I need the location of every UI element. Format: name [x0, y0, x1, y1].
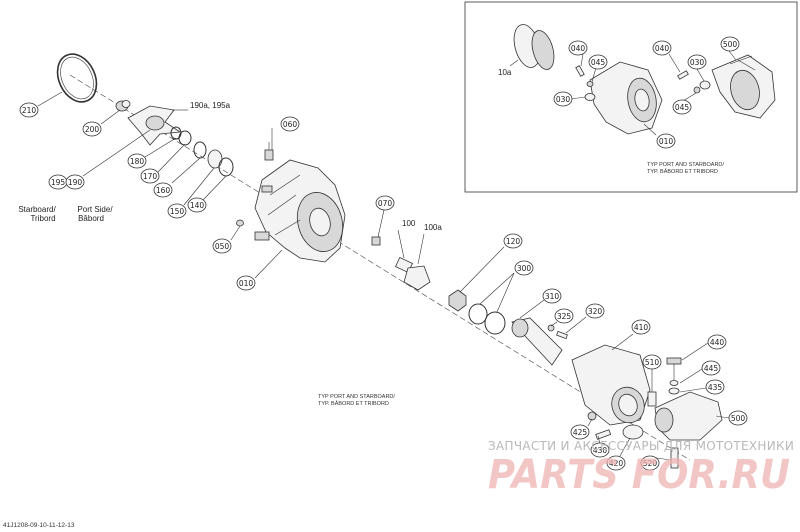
label-190a-195a: 190a, 195a	[190, 101, 231, 110]
typ-note-inset-line2: TYP. BÂBORD ET TRIBORD	[647, 168, 718, 175]
callout-200: 200	[85, 125, 100, 134]
callout-060: 060	[283, 120, 298, 129]
housing-010	[254, 159, 346, 263]
callout-430: 430	[593, 446, 608, 455]
callout-160: 160	[156, 186, 171, 195]
label-100: 100	[402, 219, 416, 228]
inset-washer-045a	[586, 81, 594, 87]
callout-440: 440	[710, 338, 725, 347]
inset-screw-040b	[677, 70, 689, 80]
inset-callout-030b: 030	[690, 58, 705, 67]
port-label-line1: Port Side/	[77, 205, 113, 214]
washer-170	[178, 130, 192, 146]
screw-320	[556, 330, 568, 340]
typ-note-main-line1: TYP PORT AND STARBOARD/	[318, 394, 395, 400]
callout-410: 410	[634, 323, 649, 332]
inset-washer-030a	[584, 93, 596, 101]
ring-160	[193, 141, 207, 159]
o-ring-300a	[468, 303, 488, 325]
callout-500: 500	[731, 414, 746, 423]
ring-210	[56, 53, 98, 103]
inset-frame	[464, 1, 798, 193]
callout-150: 150	[170, 207, 185, 216]
plate-420	[622, 424, 644, 440]
callout-120: 120	[506, 237, 521, 246]
inset-callout-040b: 040	[655, 44, 670, 53]
inset-callout-010: 010	[659, 137, 674, 146]
callout-445: 445	[704, 364, 719, 373]
cone-310-face	[511, 318, 529, 338]
callout-070: 070	[378, 199, 393, 208]
label-10a: 10a	[498, 68, 512, 77]
typ-note-main-line2: TYP. BÂBORD ET TRIBORD	[318, 400, 389, 407]
port-label-line2: Bâbord	[78, 214, 104, 223]
inset-washer-045b	[693, 86, 701, 94]
callout-425: 425	[573, 428, 588, 437]
callout-320: 320	[588, 307, 603, 316]
figure-code: 41J1208-09-10-11-12-13	[3, 522, 75, 529]
callout-520: 520	[643, 459, 658, 468]
callout-bubbles: 210 200 180 170 160 150 140 195 190 060 …	[19, 36, 748, 471]
inset-guard-500	[711, 54, 776, 119]
inset-ring-10a	[513, 24, 555, 70]
shaft-100	[395, 256, 431, 291]
washer-425	[587, 411, 597, 421]
callout-180: 180	[130, 157, 145, 166]
inset-callout-045b: 045	[675, 103, 690, 112]
ring-140	[218, 157, 234, 177]
callout-140: 140	[190, 201, 205, 210]
callout-170: 170	[143, 172, 158, 181]
callout-210: 210	[22, 106, 37, 115]
callout-195: 195	[51, 178, 66, 187]
inset-housing-010	[589, 61, 663, 135]
callout-325: 325	[557, 312, 572, 321]
inset-callout-045a: 045	[591, 58, 606, 67]
screw-050	[236, 219, 244, 227]
bolt-520	[670, 447, 679, 469]
callout-420: 420	[609, 459, 624, 468]
starboard-label-line2: Tribord	[30, 214, 55, 223]
nozzle-410	[571, 344, 651, 426]
nut-070	[371, 236, 381, 246]
leader-lines	[37, 50, 737, 461]
inset-callout-030a: 030	[556, 95, 571, 104]
pin-510	[647, 391, 657, 407]
screw-430	[595, 429, 612, 440]
fitting-060	[264, 142, 274, 161]
callout-300: 300	[517, 264, 532, 273]
callout-310: 310	[545, 292, 560, 301]
inset-callout-040a: 040	[571, 44, 586, 53]
callout-510: 510	[645, 358, 660, 367]
inset-screw-040a	[575, 65, 585, 77]
inset-washer-030b	[699, 80, 711, 90]
callout-190: 190	[68, 178, 83, 187]
cap-200	[115, 100, 131, 112]
callout-010: 010	[239, 279, 254, 288]
starboard-label-line1: Starboard/	[18, 205, 56, 214]
callout-050: 050	[215, 242, 230, 251]
callout-435: 435	[708, 383, 723, 392]
o-ring-300b	[484, 311, 506, 335]
watermark-logo: PARTS FOR.RU	[488, 452, 790, 498]
washer-325	[547, 324, 555, 332]
inset-callout-500: 500	[723, 40, 738, 49]
watermark-tagline: ЗАПЧАСТИ И АКСЕССУАРЫ ДЛЯ МОТОТЕХНИКИ	[488, 439, 794, 453]
typ-note-inset-line1: TYP PORT AND STARBOARD/	[647, 162, 724, 168]
nut-120	[448, 289, 467, 312]
venturi-500	[654, 391, 723, 441]
bearing-150	[207, 149, 223, 169]
impeller-190	[127, 105, 182, 146]
bolt-stack-440	[666, 357, 682, 395]
label-100a: 100a	[424, 223, 442, 232]
